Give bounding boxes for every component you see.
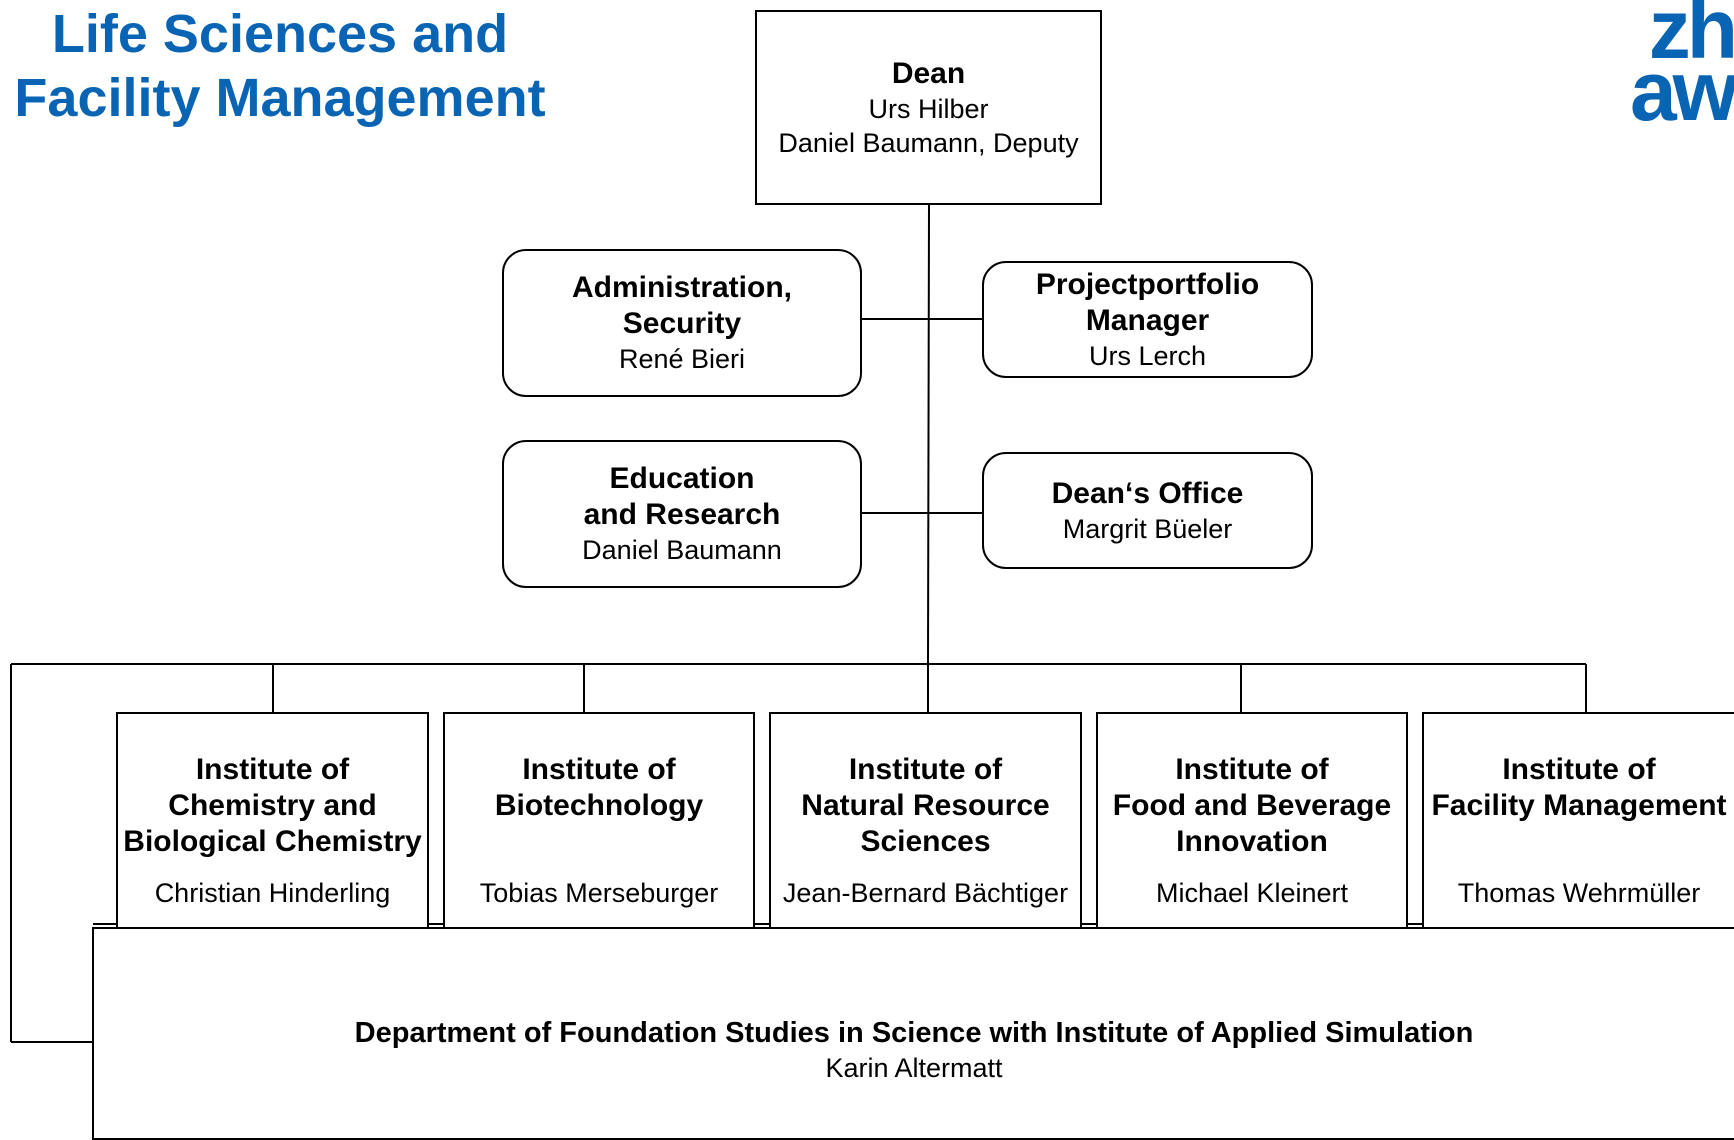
institute-title-line-1: Institute of [195,753,350,786]
institute-head-name: Thomas Wehrmüller [1457,878,1701,908]
institute-title-line-1: Institute of [848,753,1003,786]
box-title-line-1: Administration, [571,271,792,304]
institute-title-line-1: Institute of [1502,753,1656,786]
deans-office-box: Dean‘s Office Margrit Büeler [982,452,1313,569]
institute-box: Institute of Food and Beverage Innovatio… [1096,712,1408,943]
institute-title-line-2: Facility Management [1431,789,1727,822]
institute-title-line-1: Institute of [1175,753,1329,786]
institute-head-name: Christian Hinderling [154,878,391,908]
institute-box: Institute of Biotechnology Tobias Merseb… [443,712,755,943]
education-research-box: Education and Research Daniel Baumann [502,440,862,588]
department-head-name: Karin Altermatt [825,1053,1003,1083]
dean-deputy: Daniel Baumann, Deputy [778,127,1079,158]
box-person-name: Urs Lerch [1088,340,1207,371]
box-title-line-1: Projectportfolio [1035,267,1260,301]
institute-title-line-2: Biotechnology [494,789,704,822]
administration-security-box: Administration, Security René Bieri [502,249,862,397]
page-title: Life Sciences and Facility Management [0,2,560,130]
box-person-name: Daniel Baumann [582,535,782,565]
institute-title-line-2: Natural Resource [801,789,1050,822]
trunk-line [927,204,930,665]
zhaw-logo: zh aw [1598,0,1734,138]
box-person-name: Margrit Büeler [1062,513,1233,544]
box-title-line-2: Manager [1085,303,1210,337]
institute-title-line-3: Sciences [860,825,991,858]
logo-line-2: aw [1629,44,1734,138]
institute-box: Institute of Chemistry and Biological Ch… [116,712,429,943]
institute-title-line-2: Chemistry and [168,789,377,822]
projectportfolio-manager-box: Projectportfolio Manager Urs Lerch [982,261,1313,378]
institute-title-line-1: Institute of [522,753,676,786]
institute-head-name: Jean-Bernard Bächtiger [782,878,1069,908]
department-box: Department of Foundation Studies in Scie… [92,927,1734,1140]
institute-box: Institute of Natural Resource Sciences J… [769,712,1082,943]
box-person-name: René Bieri [618,344,746,374]
institute-box: Institute of Facility Management Thomas … [1422,712,1734,943]
institute-title-line-3: Biological Chemistry [123,825,422,858]
box-title-line-2: Security [622,307,742,340]
logo-line-1: zh [1648,0,1734,76]
title-line-1: Life Sciences and [51,4,509,64]
institute-head-name: Tobias Merseburger [479,878,719,908]
department-title: Department of Foundation Studies in Scie… [354,1017,1474,1049]
box-title-line-1: Education [609,462,755,495]
box-title-line-2: and Research [583,498,781,531]
title-line-2: Facility Management [14,68,546,128]
dean-box: Dean Urs Hilber Daniel Baumann, Deputy [755,10,1102,205]
institute-title-line-2: Food and Beverage [1112,789,1392,822]
dean-name: Urs Hilber [868,93,989,124]
institute-title-line-3: Innovation [1176,825,1328,858]
box-title-line-1: Dean‘s Office [1051,476,1244,510]
dean-role: Dean [891,56,966,90]
institute-head-name: Michael Kleinert [1155,878,1349,908]
